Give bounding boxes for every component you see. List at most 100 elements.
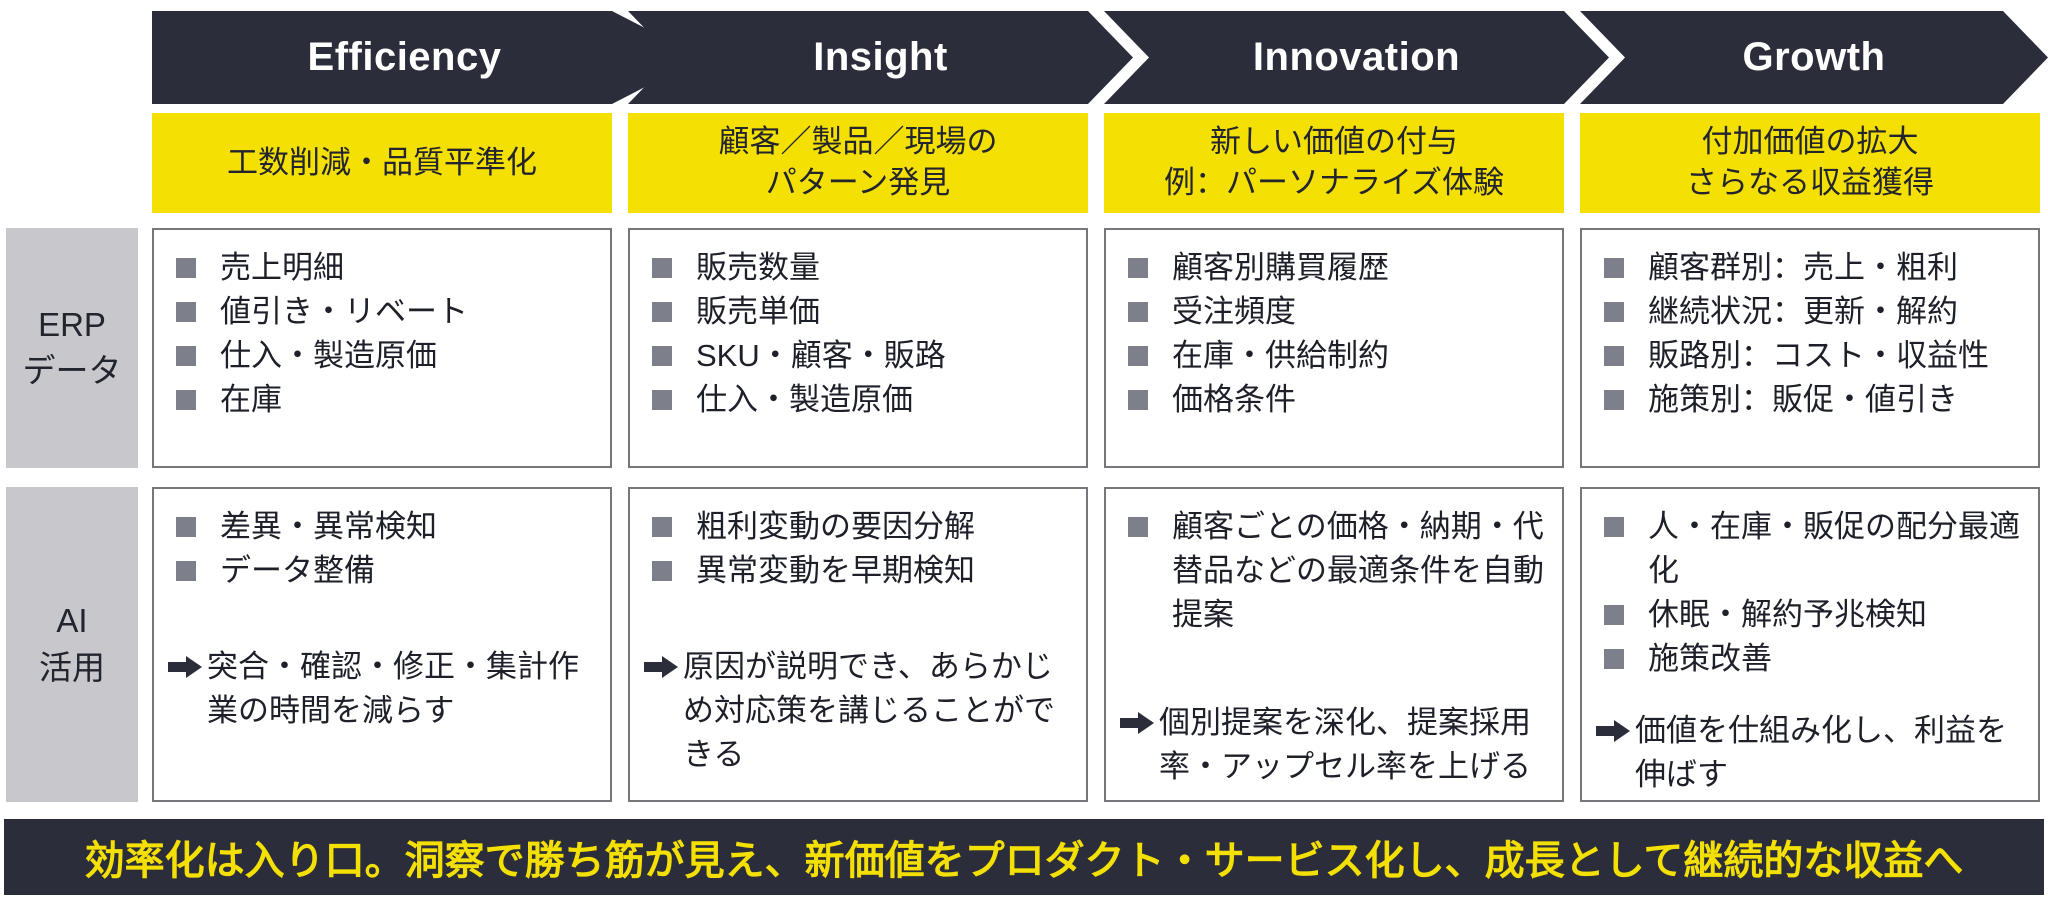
erp-item-list: 顧客別購買履歴 受注頻度 在庫・供給制約 価格条件 [1120,246,1548,422]
stage-arrow-innovation: Innovation [1104,11,1609,104]
row-label-erp-data: ERP データ [6,228,138,468]
ai-item-text: 人・在庫・販促の配分最適化 [1648,509,2020,588]
bullet-square-icon [176,302,196,322]
erp-item-text: SKU・顧客・販路 [696,338,946,373]
list-item: 在庫 [168,378,596,422]
erp-item-text: 値引き・リベート [220,294,468,329]
bullet-square-icon [176,561,196,581]
list-item: 仕入・製造原価 [644,378,1072,422]
ai-outcome: 個別提案を深化、提案採用率・アップセル率を上げる [1120,701,1548,789]
bullet-square-icon [1604,346,1624,366]
list-item: SKU・顧客・販路 [644,334,1072,378]
bullet-square-icon [1604,649,1624,669]
list-item: 在庫・供給制約 [1120,334,1548,378]
list-item: 売上明細 [168,246,596,290]
stage-subtitle-growth: 付加価値の拡大 さらなる収益獲得 [1580,113,2040,213]
erp-item-text: 販路別：コスト・収益性 [1648,338,1989,373]
outcome-arrow-icon [1596,720,1630,742]
list-item: 粗利変動の要因分解 [644,505,1072,549]
bullet-square-icon [1604,605,1624,625]
outcome-arrow-icon [168,656,202,678]
ai-item-text: 顧客ごとの価格・納期・代替品などの最適条件を自動提案 [1172,509,1544,632]
ai-item-list: 人・在庫・販促の配分最適化 休眠・解約予兆検知 施策改善 [1596,505,2024,681]
summary-banner: 効率化は入り口。洞察で勝ち筋が見え、新価値をプロダクト・サービス化し、成長として… [4,819,2044,895]
ai-outcome-text: 個別提案を深化、提案採用率・アップセル率を上げる [1159,705,1531,784]
list-item: 異常変動を早期検知 [644,549,1072,593]
list-item: 販路別：コスト・収益性 [1596,334,2024,378]
erp-cell-innovation: 顧客別購買履歴 受注頻度 在庫・供給制約 価格条件 [1104,228,1564,468]
bullet-square-icon [1604,302,1624,322]
erp-item-text: 在庫・供給制約 [1172,338,1389,373]
list-item: 継続状況：更新・解約 [1596,290,2024,334]
list-item: 休眠・解約予兆検知 [1596,593,2024,637]
ai-item-list: 顧客ごとの価格・納期・代替品などの最適条件を自動提案 [1120,505,1548,637]
row-label-ai-usage: AI 活用 [6,487,138,802]
bullet-square-icon [1128,390,1148,410]
ai-outcome: 原因が説明でき、あらかじめ対応策を講じることができる [644,645,1072,777]
bullet-square-icon [652,390,672,410]
bullet-square-icon [1604,390,1624,410]
erp-item-list: 販売数量 販売単価 SKU・顧客・販路 仕入・製造原価 [644,246,1072,422]
erp-item-text: 価格条件 [1172,382,1296,417]
ai-item-text: 施策改善 [1648,641,1772,676]
ai-cell-innovation: 顧客ごとの価格・納期・代替品などの最適条件を自動提案 個別提案を深化、提案採用率… [1104,487,1564,802]
bullet-square-icon [652,346,672,366]
ai-outcome-text: 原因が説明でき、あらかじめ対応策を講じることができる [683,649,1055,772]
stage-arrow-growth: Growth [1580,11,2048,104]
erp-item-text: 仕入・製造原価 [220,338,437,373]
ai-outcome-text: 価値を仕組み化し、利益を伸ばす [1635,713,2007,792]
list-item: 顧客別購買履歴 [1120,246,1548,290]
erp-item-text: 在庫 [220,382,282,417]
bullet-square-icon [652,258,672,278]
bullet-square-icon [1604,517,1624,537]
bullet-square-icon [652,561,672,581]
erp-item-text: 顧客群別：売上・粗利 [1648,250,1958,285]
bullet-square-icon [176,346,196,366]
list-item: 価格条件 [1120,378,1548,422]
erp-item-text: 施策別：販促・値引き [1648,382,1958,417]
stage-subtitle-efficiency: 工数削減・品質平準化 [152,113,612,213]
list-item: 販売数量 [644,246,1072,290]
erp-cell-growth: 顧客群別：売上・粗利 継続状況：更新・解約 販路別：コスト・収益性 施策別：販促… [1580,228,2040,468]
list-item: 施策改善 [1596,637,2024,681]
erp-cell-insight: 販売数量 販売単価 SKU・顧客・販路 仕入・製造原価 [628,228,1088,468]
erp-cell-efficiency: 売上明細 値引き・リベート 仕入・製造原価 在庫 [152,228,612,468]
ai-item-text: 粗利変動の要因分解 [696,509,975,544]
list-item: 値引き・リベート [168,290,596,334]
bullet-square-icon [1128,258,1148,278]
outcome-arrow-icon [644,656,678,678]
bullet-square-icon [652,302,672,322]
ai-item-text: 差異・異常検知 [220,509,437,544]
ai-cell-insight: 粗利変動の要因分解 異常変動を早期検知 原因が説明でき、あらかじめ対応策を講じる… [628,487,1088,802]
bullet-square-icon [176,390,196,410]
bullet-square-icon [1128,346,1148,366]
ai-cell-growth: 人・在庫・販促の配分最適化 休眠・解約予兆検知 施策改善 価値を仕組み化し、利益… [1580,487,2040,802]
list-item: 仕入・製造原価 [168,334,596,378]
stage-subtitle-insight: 顧客／製品／現場の パターン発見 [628,113,1088,213]
erp-item-text: 受注頻度 [1172,294,1296,329]
list-item: 顧客群別：売上・粗利 [1596,246,2024,290]
erp-item-text: 顧客別購買履歴 [1172,250,1389,285]
erp-item-list: 顧客群別：売上・粗利 継続状況：更新・解約 販路別：コスト・収益性 施策別：販促… [1596,246,2024,422]
outcome-arrow-icon [1120,712,1154,734]
list-item: 販売単価 [644,290,1072,334]
list-item: 差異・異常検知 [168,505,596,549]
ai-outcome: 突合・確認・修正・集計作業の時間を減らす [168,645,596,733]
bullet-square-icon [1604,258,1624,278]
bullet-square-icon [176,258,196,278]
erp-item-text: 仕入・製造原価 [696,382,913,417]
list-item: 施策別：販促・値引き [1596,378,2024,422]
ai-cell-efficiency: 差異・異常検知 データ整備 突合・確認・修正・集計作業の時間を減らす [152,487,612,802]
erp-item-text: 販売単価 [696,294,820,329]
erp-item-text: 販売数量 [696,250,820,285]
bullet-square-icon [176,517,196,537]
erp-item-text: 売上明細 [220,250,344,285]
bullet-square-icon [1128,302,1148,322]
stage-arrow-efficiency: Efficiency [152,11,702,104]
bullet-square-icon [1128,517,1148,537]
bullet-square-icon [652,517,672,537]
ai-item-text: データ整備 [220,553,375,588]
ai-item-list: 差異・異常検知 データ整備 [168,505,596,593]
list-item: 受注頻度 [1120,290,1548,334]
ai-outcome: 価値を仕組み化し、利益を伸ばす [1596,709,2024,797]
